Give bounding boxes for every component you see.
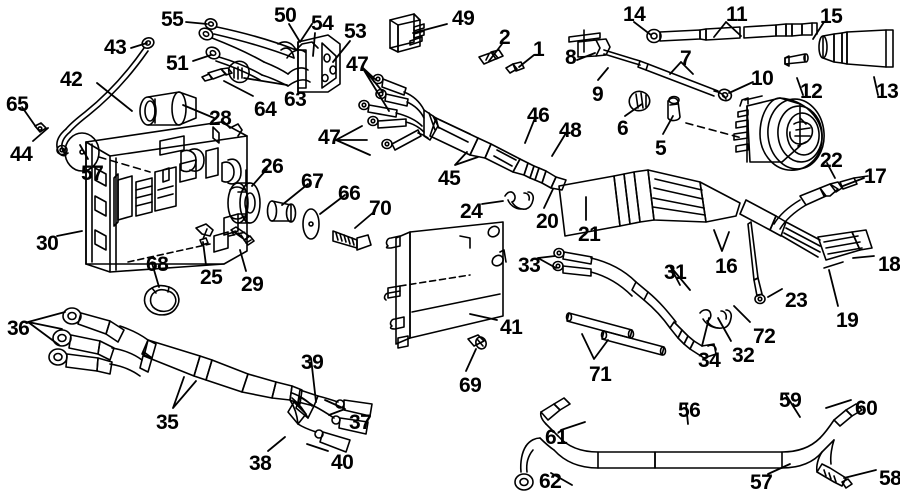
part-terminal-pin-23	[747, 221, 766, 305]
callout-41: 41	[500, 316, 523, 339]
part-ground-strap-assembly	[34, 37, 155, 173]
part-battery-harness-lower	[514, 397, 863, 491]
callout-47-upper: 47	[346, 53, 369, 76]
callout-20: 20	[536, 210, 559, 233]
callout-64: 64	[254, 98, 277, 121]
callout-39: 39	[301, 351, 324, 374]
callout-69: 69	[459, 374, 482, 397]
callout-36: 36	[7, 317, 30, 340]
part-heat-shrink-tubing	[565, 312, 667, 356]
part-bullet-terminal-fan	[358, 73, 521, 173]
callout-14: 14	[623, 3, 646, 26]
callout-25: 25	[200, 266, 223, 289]
leader-lines	[21, 21, 879, 486]
callout-65: 65	[6, 93, 29, 116]
callout-55: 55	[161, 8, 184, 31]
callout-22: 22	[820, 149, 843, 172]
callout-17: 17	[864, 165, 887, 188]
callout-34: 34	[698, 349, 721, 372]
callout-29: 29	[241, 273, 264, 296]
callout-2: 2	[499, 26, 511, 49]
callout-32: 32	[732, 344, 755, 367]
callout-66: 66	[338, 182, 361, 205]
part-clip-and-screw	[195, 223, 255, 246]
part-tach-lead	[552, 247, 733, 359]
callout-59: 59	[779, 389, 802, 412]
callout-23: 23	[785, 289, 808, 312]
part-relay	[389, 13, 425, 53]
part-top-connector-harness	[198, 18, 341, 93]
callout-49: 49	[452, 7, 475, 30]
callout-56: 56	[678, 399, 701, 422]
part-cotter-pin-24	[504, 191, 535, 210]
part-screw-69	[467, 334, 487, 350]
callout-61: 61	[545, 426, 568, 449]
callout-15: 15	[820, 5, 843, 28]
callout-30: 30	[36, 232, 59, 255]
callout-71: 71	[589, 363, 612, 386]
callout-28: 28	[209, 107, 232, 130]
part-battery-cable-harness	[48, 307, 373, 453]
part-cover-plate	[383, 221, 507, 349]
callout-47-lower: 47	[318, 126, 341, 149]
callout-24: 24	[460, 200, 483, 223]
callout-46: 46	[527, 104, 550, 127]
callout-33: 33	[518, 254, 541, 277]
callout-67: 67	[301, 170, 324, 193]
part-cable-coupler	[512, 158, 567, 191]
part-rollpin-keysleeve	[784, 29, 894, 68]
part-multipin-connector	[817, 229, 873, 269]
callout-58: 58	[879, 467, 900, 490]
callout-42: 42	[60, 68, 83, 91]
callout-45: 45	[438, 167, 461, 190]
callout-70: 70	[369, 197, 392, 220]
callout-57-lower: 57	[750, 471, 773, 494]
callout-57-upper: 57	[81, 162, 104, 185]
callout-35: 35	[156, 411, 179, 434]
part-grommet-spacer-washer-bolt	[227, 182, 372, 251]
callout-50: 50	[274, 4, 297, 27]
callout-72: 72	[753, 325, 776, 348]
callout-43: 43	[104, 36, 127, 59]
part-snap-ring	[143, 284, 180, 316]
callout-63: 63	[284, 88, 307, 111]
callout-21: 21	[578, 223, 601, 246]
part-bulb-socket	[628, 90, 743, 139]
callout-62: 62	[539, 470, 562, 493]
callout-31: 31	[664, 261, 687, 284]
part-remote-control-housing	[85, 121, 248, 273]
callout-40: 40	[331, 451, 354, 474]
callout-8: 8	[565, 46, 577, 69]
callout-26: 26	[261, 155, 284, 178]
callout-44: 44	[10, 143, 33, 166]
callout-16: 16	[715, 255, 738, 278]
callout-19: 19	[836, 309, 859, 332]
callout-60: 60	[855, 397, 878, 420]
callout-5: 5	[655, 137, 667, 160]
callout-6: 6	[617, 117, 629, 140]
callout-54: 54	[311, 12, 334, 35]
part-fuse-holder	[773, 175, 869, 230]
part-ignition-switch	[733, 95, 825, 171]
part-rubber-boot	[139, 91, 197, 126]
callout-7: 7	[680, 47, 692, 70]
callout-53: 53	[344, 20, 367, 43]
callout-10: 10	[751, 67, 774, 90]
callout-38: 38	[249, 452, 272, 475]
callout-12: 12	[800, 80, 823, 103]
callout-51: 51	[166, 52, 189, 75]
callout-68: 68	[146, 253, 169, 276]
part-link-rod	[568, 29, 733, 102]
callout-37: 37	[349, 411, 372, 434]
callout-13: 13	[876, 80, 899, 103]
callout-11: 11	[726, 3, 748, 26]
callout-48: 48	[559, 119, 582, 142]
part-cable-conduit	[558, 169, 821, 258]
part-control-cable	[646, 22, 818, 44]
part-clip-2-screw-1	[478, 49, 525, 74]
callout-9: 9	[592, 83, 604, 106]
callout-18: 18	[878, 253, 900, 276]
callout-1: 1	[533, 38, 545, 61]
